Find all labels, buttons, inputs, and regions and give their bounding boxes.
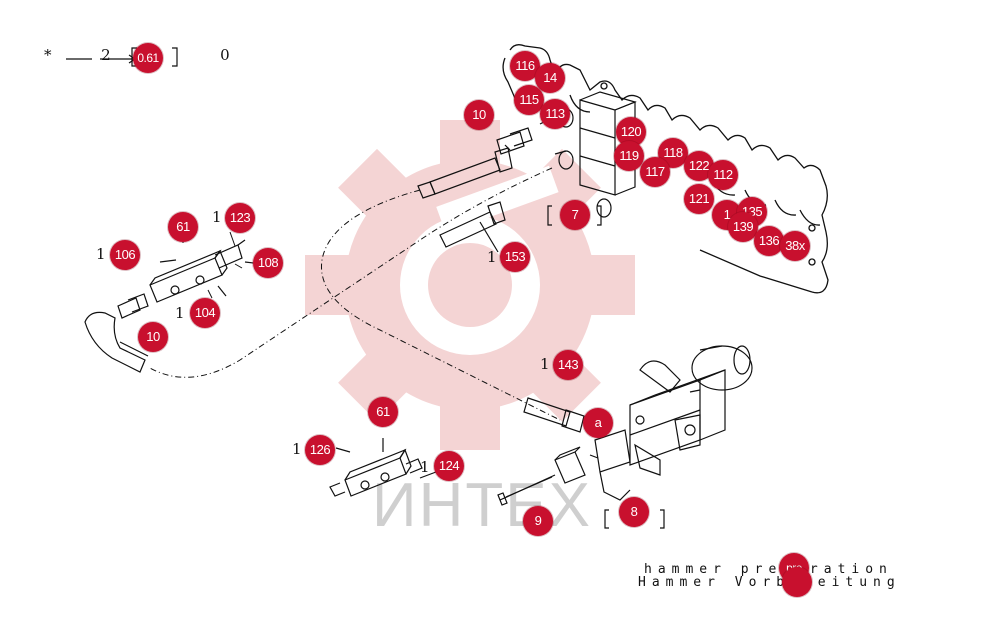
- fitting-10-top: [496, 127, 533, 155]
- caption-english: hammer preparation: [644, 562, 893, 577]
- valve-assembly-main: [589, 345, 753, 501]
- hose-end-153: [439, 201, 506, 253]
- label-1-prefix-106: 1: [96, 245, 106, 263]
- callout-112[interactable]: 112: [708, 160, 738, 190]
- manifold-left-lower: [329, 438, 437, 497]
- label-1-prefix-123: 1: [212, 208, 222, 226]
- callout-61-upper[interactable]: 61: [168, 212, 198, 242]
- callout-126[interactable]: 126: [305, 435, 335, 465]
- callout-123[interactable]: 123: [225, 203, 255, 233]
- fitting-10-left: [117, 293, 149, 319]
- callout-7[interactable]: 7: [560, 200, 590, 230]
- callout-121[interactable]: 121: [684, 184, 714, 214]
- callout-138x[interactable]: 38x: [780, 231, 810, 261]
- callout-124[interactable]: 124: [434, 451, 464, 481]
- callout-14[interactable]: 14: [535, 63, 565, 93]
- header-value: 2: [101, 46, 111, 64]
- callout-10-left[interactable]: 10: [138, 322, 168, 352]
- header-annotation: * 2 0: [44, 46, 230, 64]
- callout-106[interactable]: 106: [110, 240, 140, 270]
- label-1-prefix-126: 1: [292, 440, 302, 458]
- callout-a[interactable]: a: [583, 408, 613, 438]
- label-1-prefix-104: 1: [175, 304, 185, 322]
- callout-61-lower[interactable]: 61: [368, 397, 398, 427]
- hose-end-upper: [417, 147, 513, 199]
- header-star: *: [44, 46, 52, 64]
- callout-119[interactable]: 119: [614, 141, 644, 171]
- callout-108[interactable]: 108: [253, 248, 283, 278]
- label-1-prefix-124: 1: [420, 458, 430, 476]
- callout-pre-shadow: [782, 567, 812, 597]
- bolt-9: [497, 474, 556, 506]
- header-suffix: 0: [220, 46, 230, 64]
- callout-10-top[interactable]: 10: [464, 100, 494, 130]
- callout-9[interactable]: 9: [523, 506, 553, 536]
- watermark-text: ИНТЕХ: [372, 471, 592, 540]
- callout-117[interactable]: 117: [640, 157, 670, 187]
- callout-143[interactable]: 143: [553, 350, 583, 380]
- callout-139[interactable]: 139: [728, 212, 758, 242]
- caption-german: Hammer Vorbereitung: [638, 575, 901, 590]
- cover-block: [554, 446, 586, 484]
- label-1-prefix-153: 1: [487, 248, 497, 266]
- callout-104[interactable]: 104: [190, 298, 220, 328]
- callout-115[interactable]: 115: [514, 85, 544, 115]
- callout-153[interactable]: 153: [500, 242, 530, 272]
- callout-113[interactable]: 113: [540, 99, 570, 129]
- callout-0-61-header[interactable]: 0.61: [133, 43, 163, 73]
- hose-end-143: [523, 397, 585, 433]
- manifold-left-upper: [149, 239, 263, 303]
- callout-136[interactable]: 136: [754, 226, 784, 256]
- label-1-prefix-143: 1: [540, 355, 550, 373]
- callout-8[interactable]: 8: [619, 497, 649, 527]
- hose-elbow-left: [84, 311, 149, 373]
